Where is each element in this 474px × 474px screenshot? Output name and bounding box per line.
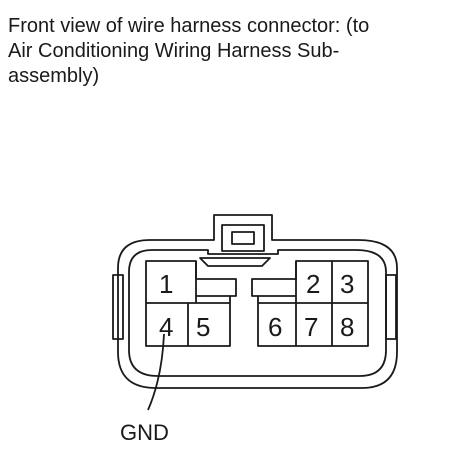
pin-number-2: 2: [306, 269, 320, 299]
locking-tab: [221, 224, 265, 252]
pin-number-8: 8: [340, 312, 354, 342]
gnd-label: GND: [120, 420, 169, 445]
connector-housing-inner: [128, 249, 387, 377]
pin-number-4: 4: [159, 312, 173, 342]
caption-line-1: Front view of wire harness connector: (t…: [8, 15, 370, 37]
pin-number-1: 1: [159, 269, 173, 299]
pin-number-6: 6: [268, 312, 282, 342]
connector-housing-outer: [117, 214, 398, 389]
diagram-caption: Front view of wire harness connector: (t…: [8, 14, 468, 89]
locking-tab-window: [231, 231, 255, 245]
pin-number-5: 5: [196, 312, 210, 342]
lock-ramp: [199, 257, 271, 267]
pin-number-7: 7: [304, 312, 318, 342]
pin-number-3: 3: [340, 269, 354, 299]
caption-line-2: Air Conditioning Wiring Harness Sub-: [8, 40, 340, 62]
gnd-leader-line: [147, 333, 165, 411]
caption-line-3: assembly): [8, 65, 100, 87]
right-side-ear: [385, 274, 397, 340]
